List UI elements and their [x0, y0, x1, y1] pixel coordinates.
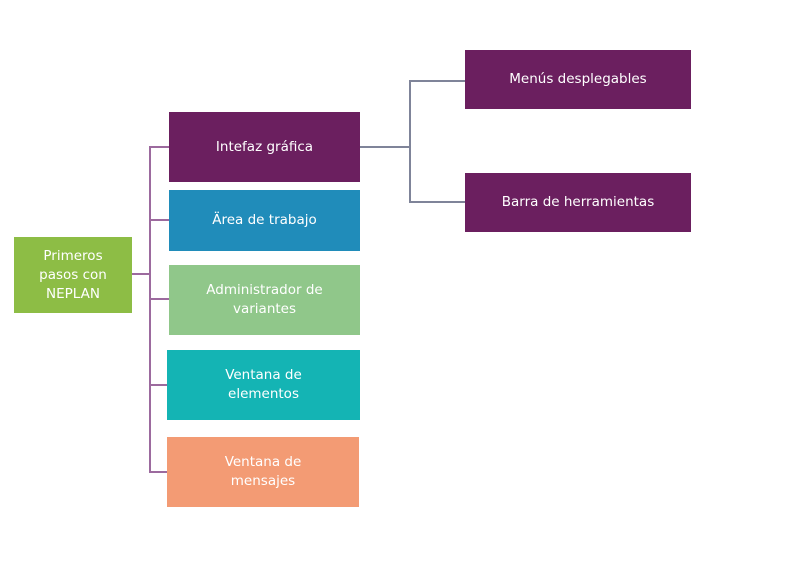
node-label: Ärea de trabajo [212, 212, 317, 228]
connector-sub-1 [409, 80, 466, 82]
connector-branch-1 [149, 146, 169, 148]
node-barra-de-herramientas[interactable]: Barra de herramientas [465, 173, 691, 232]
node-label: Ventana de elementos [225, 367, 302, 402]
root-node[interactable]: Primeros pasos con NEPLAN [14, 237, 132, 313]
node-ventana-de-mensajes[interactable]: Ventana de mensajes [167, 437, 359, 507]
node-interfaz-grafica[interactable]: Intefaz gráfica [169, 112, 360, 182]
connector-root [131, 273, 150, 275]
connector-sub-2 [409, 201, 466, 203]
node-label: Administrador de variantes [206, 282, 323, 317]
connector-sub-stem [359, 146, 410, 148]
connector-branch-3 [149, 298, 169, 300]
node-label: Intefaz gráfica [215, 138, 314, 155]
node-ventana-de-elementos[interactable]: Ventana de elementos [167, 350, 360, 420]
root-node-label: Primeros pasos con NEPLAN [39, 247, 107, 302]
connector-branch-2 [149, 219, 169, 221]
node-label: Menús desplegables [509, 71, 647, 87]
connector-branch-5 [149, 471, 169, 473]
node-label: Barra de herramientas [501, 194, 655, 210]
node-area-de-trabajo[interactable]: Ärea de trabajo [169, 190, 360, 251]
connector-sub-trunk [409, 80, 411, 203]
connector-branch-4 [149, 384, 169, 386]
node-menus-desplegables[interactable]: Menús desplegables [465, 50, 691, 109]
connector-trunk [149, 146, 151, 473]
node-label: Ventana de mensajes [224, 454, 302, 489]
node-administrador-de-variantes[interactable]: Administrador de variantes [169, 265, 360, 335]
